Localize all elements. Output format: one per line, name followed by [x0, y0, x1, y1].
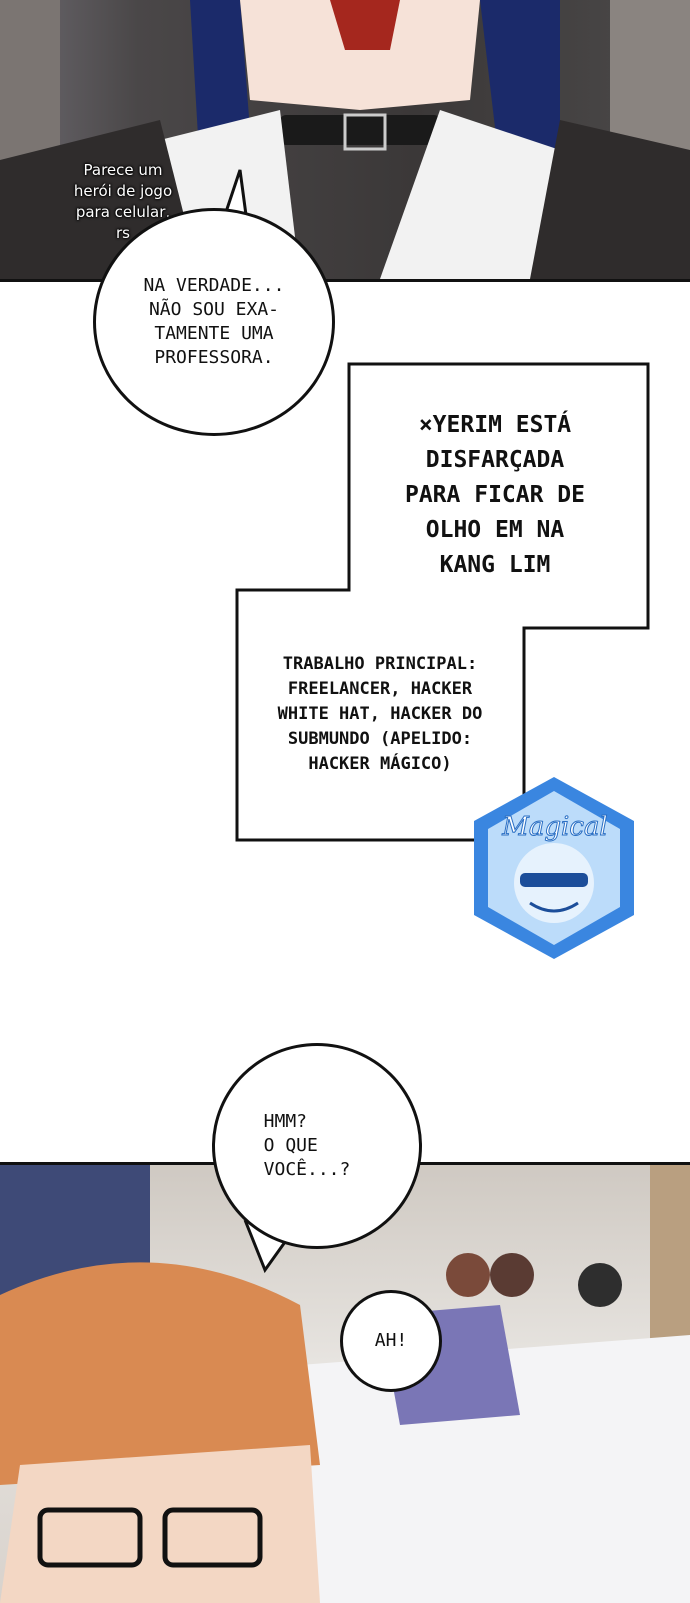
character-illustration: [0, 0, 690, 279]
boy-illustration: [0, 1165, 690, 1603]
bottom-comic-panel: [0, 1162, 690, 1603]
speech-bubble-3-text: AH!: [374, 1330, 408, 1351]
caption-upper-text: ×YERIM ESTÁ DISFARÇADA PARA FICAR DE OLH…: [404, 412, 585, 578]
aside-text: Parece um herói de jogo para celular, rs: [73, 161, 173, 242]
badge-label: Magical: [502, 812, 608, 843]
magical-hacker-badge: [474, 777, 634, 959]
speech-bubble-3: AH!: [340, 1290, 442, 1392]
top-comic-panel: Parece um herói de jogo para celular, rs: [0, 0, 690, 282]
speech-bubble-2: HMM? O QUE VOCÊ...?: [212, 1043, 422, 1249]
caption-lower-text: TRABALHO PRINCIPAL: FREELANCER, HACKER W…: [277, 654, 483, 774]
speech-bubble-1-text: NA VERDADE... NÃO SOU EXA- TAMENTE UMA P…: [143, 275, 285, 368]
speech-bubble-1: NA VERDADE... NÃO SOU EXA- TAMENTE UMA P…: [93, 208, 335, 436]
speech-bubble-2-text: HMM? O QUE VOCÊ...?: [263, 1111, 351, 1180]
